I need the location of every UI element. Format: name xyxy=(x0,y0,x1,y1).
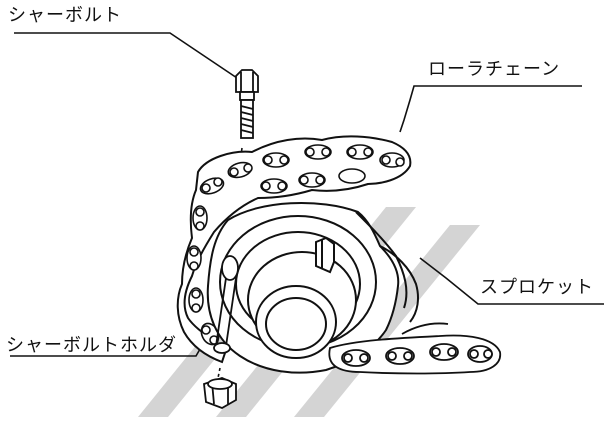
leader-sprocket xyxy=(419,257,604,305)
shear-bolt-holder xyxy=(213,255,239,354)
label-shear-bolt-holder: シャーボルトホルダ xyxy=(6,335,177,356)
leader-roller-chain xyxy=(399,85,582,133)
roller-chain xyxy=(176,135,412,364)
label-sprocket: スプロケット xyxy=(480,277,594,298)
shaft-bore xyxy=(255,285,337,359)
sprocket xyxy=(206,201,419,374)
hex-nut-icon xyxy=(203,377,237,409)
leader-lines xyxy=(10,32,604,379)
label-roller-chain: ローラチェーン xyxy=(428,59,561,80)
chain-rollers-upper xyxy=(201,147,405,193)
shear-bolt-icon xyxy=(235,69,259,139)
set-screw xyxy=(315,236,335,274)
leader-shear-bolt xyxy=(14,32,241,81)
roller-chain-lower xyxy=(328,322,502,375)
chain-links-left xyxy=(186,205,220,346)
label-shear-bolt: シャーボルト xyxy=(8,5,122,26)
